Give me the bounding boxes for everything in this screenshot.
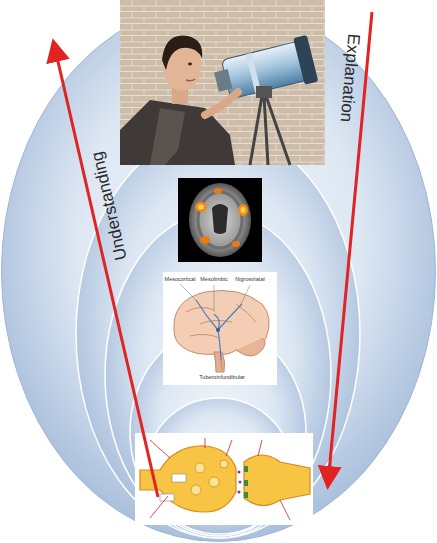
understanding-arrow xyxy=(54,44,158,497)
pathway-label: Mesolimbic xyxy=(200,277,228,283)
pathway-label: Tuberoinfundibular xyxy=(199,375,245,381)
brain-scan xyxy=(178,178,262,262)
pathway-label: Mesocortical xyxy=(165,277,196,283)
pathway-label: Nigrostriatal xyxy=(235,277,264,283)
photo xyxy=(120,0,325,165)
explanation-arrow xyxy=(328,12,372,484)
synapse xyxy=(135,433,313,525)
brain-anatomy xyxy=(163,272,277,385)
